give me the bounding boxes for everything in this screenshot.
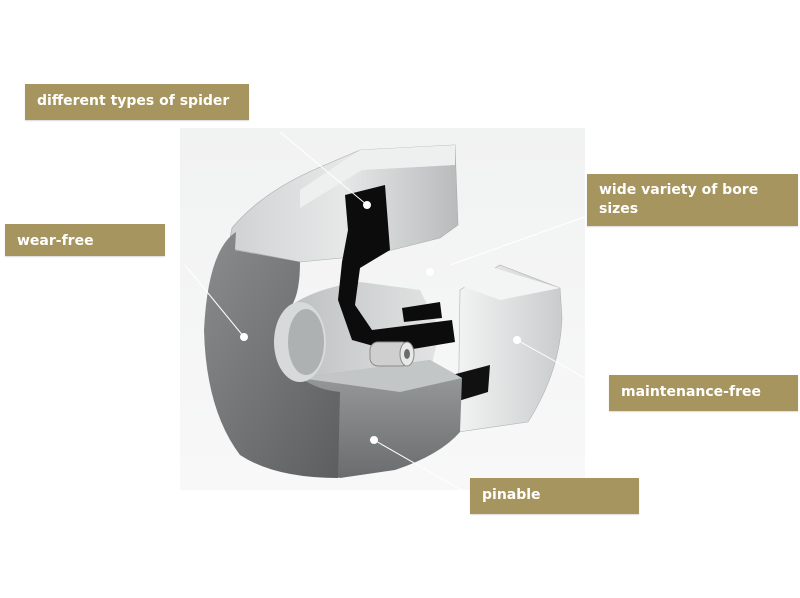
hub-lower-body — [300, 360, 462, 478]
hub-upper-body — [227, 144, 459, 263]
leader-dots — [240, 201, 521, 444]
hub-lower-top — [300, 360, 462, 392]
label-wear-free: wear-free — [5, 224, 165, 256]
label-spider-types: different types of spider — [25, 84, 249, 120]
hub-end-face — [204, 232, 340, 478]
leader-lines — [184, 131, 611, 496]
set-screw — [369, 341, 415, 367]
hub-right-top — [430, 262, 560, 300]
spider-notch — [402, 302, 442, 322]
label-bore-sizes: wide variety of bore sizes — [587, 174, 798, 226]
label-pinable: pinable — [470, 478, 639, 514]
label-maintenance-free: maintenance-free — [609, 375, 798, 411]
spider-element — [338, 185, 455, 352]
slot-dark — [452, 365, 490, 402]
hub-upper-top — [300, 145, 455, 208]
bore-inner-shadow — [288, 309, 324, 375]
